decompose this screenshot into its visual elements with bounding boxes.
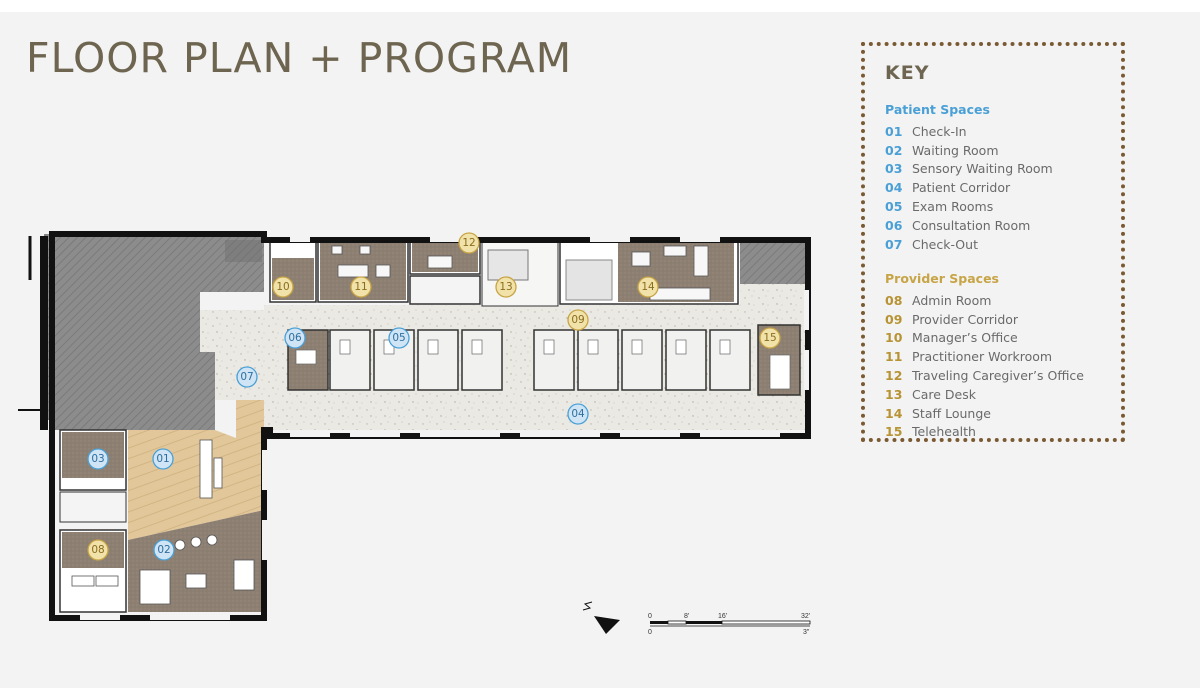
svg-text:11: 11 — [354, 281, 367, 293]
svg-text:09: 09 — [571, 314, 584, 326]
exam-rooms — [287, 324, 801, 396]
badge-15[interactable]: 15 — [759, 327, 781, 349]
svg-text:13: 13 — [499, 281, 512, 293]
badge-10[interactable]: 10 — [272, 276, 294, 298]
scale-label-32: 32' — [801, 613, 810, 620]
svg-text:03: 03 — [91, 453, 104, 465]
scale-label-0: 0 — [648, 613, 652, 620]
scale-label-8: 8' — [684, 613, 689, 620]
corridor-floor — [200, 284, 806, 438]
svg-text:05: 05 — [392, 332, 405, 344]
room-badges: 01 02 03 04 05 06 07 08 09 10 11 12 13 1… — [87, 232, 781, 561]
provider-spaces-heading: Provider Spaces — [885, 271, 1000, 286]
badge-05[interactable]: 05 — [388, 327, 410, 349]
svg-text:02: 02 — [157, 544, 170, 556]
svg-text:08: 08 — [91, 544, 104, 556]
key-title: KEY — [885, 62, 930, 84]
lower-wing — [59, 400, 264, 613]
top-rooms — [269, 239, 739, 307]
patient-spaces-heading: Patient Spaces — [885, 102, 990, 117]
badge-09[interactable]: 09 — [567, 309, 589, 331]
north-arrow-icon — [582, 601, 620, 634]
svg-text:12: 12 — [462, 237, 475, 249]
scale-label-16: 16' — [718, 613, 727, 620]
existing-building-zone — [44, 234, 806, 430]
badge-14[interactable]: 14 — [637, 276, 659, 298]
svg-text:07: 07 — [240, 371, 253, 383]
exam-room-furniture — [295, 339, 791, 390]
badge-13[interactable]: 13 — [495, 276, 517, 298]
scale-label-bottom-3: 3" — [803, 629, 810, 636]
svg-text:06: 06 — [288, 332, 302, 344]
badge-01[interactable]: 01 — [152, 448, 174, 470]
badge-02[interactable]: 02 — [153, 539, 175, 561]
badge-06[interactable]: 06 — [284, 327, 306, 349]
badge-12[interactable]: 12 — [458, 232, 480, 254]
page-title: FLOOR PLAN + PROGRAM — [26, 34, 573, 82]
svg-text:01: 01 — [156, 453, 169, 465]
badge-03[interactable]: 03 — [87, 448, 109, 470]
badge-07[interactable]: 07 — [236, 366, 258, 388]
svg-text:15: 15 — [763, 332, 776, 344]
svg-text:10: 10 — [276, 281, 289, 293]
badge-08[interactable]: 08 — [87, 539, 109, 561]
scale-bar: 0 8' 16' 32' 0 3" — [648, 613, 811, 636]
window-mullions — [80, 237, 809, 620]
badge-11[interactable]: 11 — [350, 276, 372, 298]
svg-text:14: 14 — [641, 281, 655, 293]
scale-label-bottom-0: 0 — [648, 629, 652, 636]
badge-04[interactable]: 04 — [567, 403, 589, 425]
svg-text:04: 04 — [571, 408, 585, 420]
